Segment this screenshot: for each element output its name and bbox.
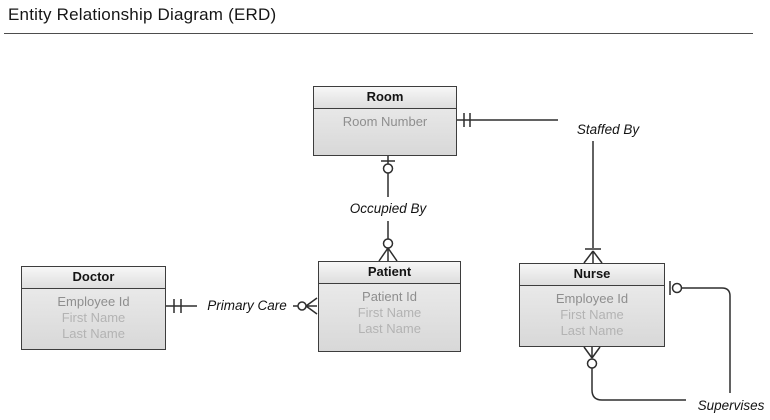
attribute-last-name: Last Name bbox=[560, 323, 624, 338]
entity-doctor-attributes: Employee Id First Name Last Name bbox=[22, 289, 165, 342]
entity-room-attributes: Room Number bbox=[314, 109, 456, 130]
attribute-room-number: Room Number bbox=[342, 114, 428, 129]
zero-marker-patient bbox=[297, 301, 307, 311]
entity-patient-name: Patient bbox=[319, 262, 460, 284]
zero-marker-nurse-right bbox=[671, 282, 683, 294]
entity-room-name: Room bbox=[314, 87, 456, 109]
attribute-last-name: Last Name bbox=[358, 321, 421, 336]
many-marker-nurse-bottom bbox=[583, 346, 601, 359]
many-marker-patient bbox=[305, 297, 318, 315]
entity-patient-attributes: Patient Id First Name Last Name bbox=[319, 284, 460, 337]
many-marker-nurse bbox=[583, 250, 603, 264]
attribute-first-name: First Name bbox=[61, 310, 126, 325]
relationship-label-staffed-by: Staffed By bbox=[576, 122, 640, 137]
entity-doctor-name: Doctor bbox=[22, 267, 165, 289]
entity-nurse: Nurse Employee Id First Name Last Name bbox=[519, 263, 665, 347]
relationship-label-occupied-by: Occupied By bbox=[349, 201, 427, 216]
relationship-label-supervises: Supervises bbox=[697, 398, 765, 413]
one-and-only-one-marker-room bbox=[463, 113, 471, 127]
attribute-first-name: First Name bbox=[357, 305, 422, 320]
attribute-employee-id: Employee Id bbox=[57, 294, 130, 309]
entity-nurse-attributes: Employee Id First Name Last Name bbox=[520, 286, 664, 339]
entity-doctor: Doctor Employee Id First Name Last Name bbox=[21, 266, 166, 350]
one-and-only-one-marker-doctor bbox=[173, 299, 182, 313]
zero-marker-patient bbox=[382, 238, 394, 249]
attribute-patient-id: Patient Id bbox=[362, 289, 417, 304]
zero-marker-room bbox=[382, 163, 394, 174]
entity-patient: Patient Patient Id First Name Last Name bbox=[318, 261, 461, 352]
page-title: Entity Relationship Diagram (ERD) bbox=[8, 5, 277, 24]
zero-marker-nurse-bottom bbox=[586, 358, 598, 369]
supervises-line-bottom bbox=[591, 368, 686, 401]
entity-room: Room Room Number bbox=[313, 86, 457, 156]
supervises-line-right bbox=[681, 287, 731, 393]
entity-nurse-name: Nurse bbox=[520, 264, 664, 286]
relationship-label-primary-care: Primary Care bbox=[207, 298, 287, 313]
many-marker-patient bbox=[378, 247, 398, 262]
attribute-first-name: First Name bbox=[560, 307, 624, 322]
attribute-employee-id: Employee Id bbox=[555, 291, 629, 306]
attribute-last-name: Last Name bbox=[62, 326, 125, 341]
title-divider bbox=[4, 33, 753, 34]
